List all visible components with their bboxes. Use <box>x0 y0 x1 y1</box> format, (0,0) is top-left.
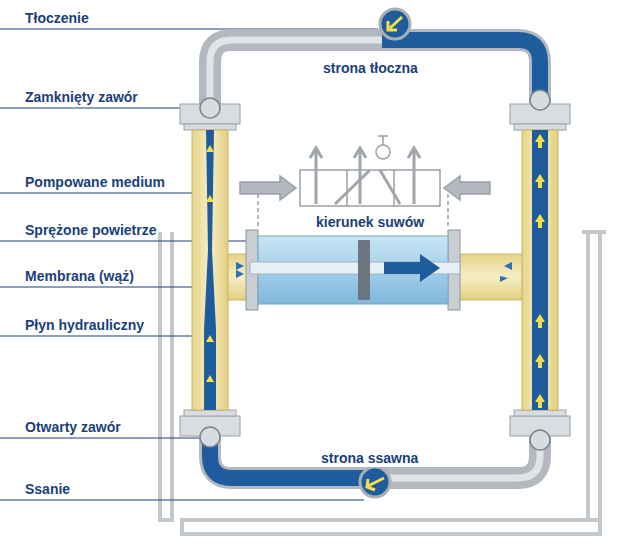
part-label: Pompowane medium <box>25 174 165 191</box>
flow-arrow <box>535 394 545 408</box>
flow-arrow <box>535 174 545 188</box>
flow-arrow <box>206 335 214 342</box>
flow-arrow <box>535 214 545 228</box>
mount-brackets <box>180 104 570 436</box>
flow-arrows <box>206 134 545 408</box>
part-label: Ssanie <box>25 481 70 498</box>
flow-arrow <box>535 354 545 368</box>
flow-arrow <box>535 134 545 148</box>
part-label: Membrana (wąż) <box>25 268 134 285</box>
flow-arrow <box>206 375 214 382</box>
port-circles <box>360 9 410 497</box>
pipe-loop <box>210 40 540 478</box>
ball-valves <box>200 90 550 450</box>
air-cylinder <box>236 230 512 310</box>
flow-arrow <box>206 195 214 202</box>
part-label: Zamknięty zawór <box>25 89 138 106</box>
part-label: Otwarty zawór <box>25 419 121 436</box>
part-label: Sprężone powietrze <box>25 222 156 239</box>
part-label: Płyn hydrauliczny <box>25 317 144 334</box>
hydraulic-tubes <box>192 130 558 410</box>
flow-arrow <box>535 314 545 328</box>
flow-arrow <box>206 145 214 152</box>
side-label: strona ssawna <box>318 450 421 467</box>
part-label: Tłoczenie <box>25 10 89 27</box>
side-label: strona tłoczna <box>320 60 421 77</box>
direction-label: kierunek suwów <box>313 214 427 231</box>
